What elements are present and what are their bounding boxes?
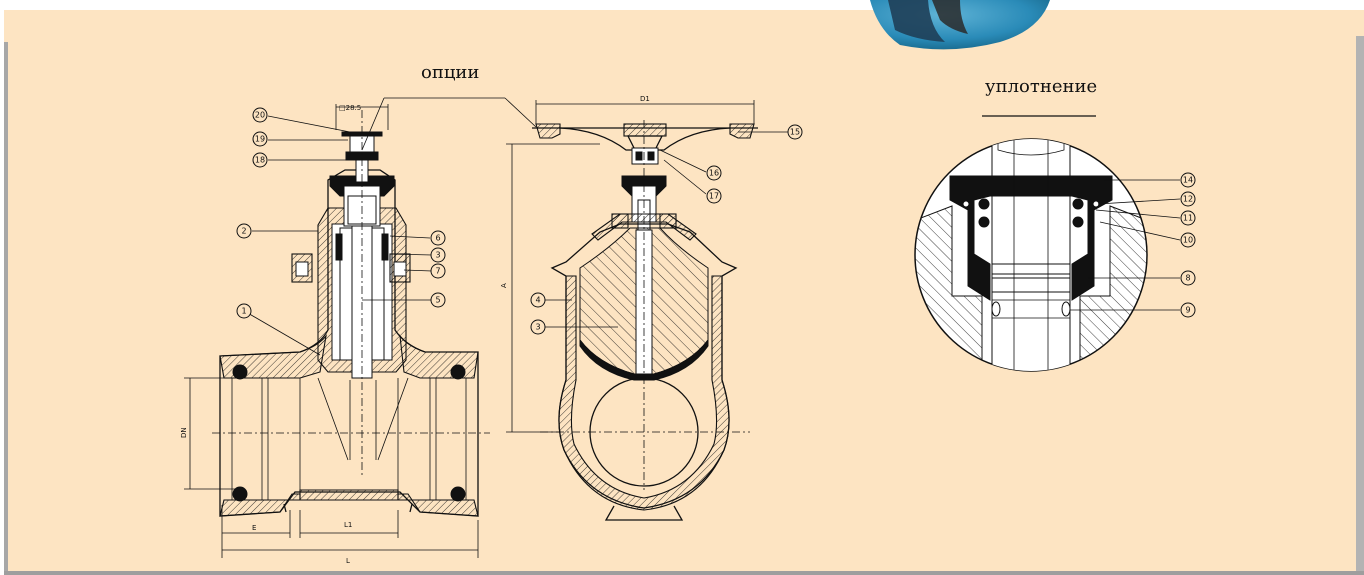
callout-9: 9 bbox=[1180, 302, 1196, 318]
callout-10: 10 bbox=[1180, 232, 1196, 248]
svg-text:19: 19 bbox=[255, 135, 265, 144]
dim-square: □28.5 bbox=[339, 104, 361, 112]
svg-text:1: 1 bbox=[241, 307, 246, 316]
pipe-photo-fragment bbox=[870, 0, 1050, 50]
callout-19: 19 bbox=[252, 131, 268, 147]
svg-text:8: 8 bbox=[1185, 274, 1190, 283]
dim-e: E bbox=[252, 524, 256, 532]
callout-11: 11 bbox=[1180, 210, 1196, 226]
svg-text:17: 17 bbox=[709, 192, 719, 201]
dim-d1: D1 bbox=[640, 95, 650, 103]
svg-text:10: 10 bbox=[1183, 236, 1193, 245]
front-leaders bbox=[545, 131, 788, 328]
dim-l: L bbox=[346, 557, 350, 565]
valve-section-left bbox=[212, 110, 490, 517]
left-border bbox=[4, 42, 8, 575]
svg-text:2: 2 bbox=[241, 227, 246, 236]
dim-l1: L1 bbox=[344, 521, 352, 529]
svg-text:7: 7 bbox=[435, 267, 440, 276]
callout-8: 8 bbox=[1180, 270, 1196, 286]
options-label: опции bbox=[421, 62, 480, 83]
seal-label: уплотнение bbox=[985, 76, 1098, 97]
svg-text:11: 11 bbox=[1183, 214, 1193, 223]
callout-20: 20 bbox=[252, 107, 268, 123]
svg-text:4: 4 bbox=[535, 296, 540, 305]
svg-text:5: 5 bbox=[435, 296, 440, 305]
svg-text:15: 15 bbox=[790, 128, 800, 137]
callout-15: 15 bbox=[787, 124, 803, 140]
svg-text:18: 18 bbox=[255, 156, 265, 165]
callout-18: 18 bbox=[252, 152, 268, 168]
left-leaders bbox=[245, 97, 537, 356]
right-border bbox=[1356, 36, 1364, 575]
callout-4: 4 bbox=[530, 292, 546, 308]
callout-2: 2 bbox=[236, 223, 252, 239]
svg-text:9: 9 bbox=[1185, 306, 1190, 315]
svg-text:14: 14 bbox=[1183, 176, 1193, 185]
svg-text:3: 3 bbox=[535, 323, 540, 332]
callout-5: 5 bbox=[430, 292, 446, 308]
svg-text:3: 3 bbox=[435, 251, 440, 260]
callout-3b: 3 bbox=[530, 319, 546, 335]
front-dimensions bbox=[506, 100, 755, 433]
dim-a: A bbox=[500, 283, 508, 288]
svg-text:6: 6 bbox=[435, 234, 440, 243]
callout-3a: 3 bbox=[430, 247, 446, 263]
callout-16: 16 bbox=[706, 165, 722, 181]
left-dimensions bbox=[184, 104, 479, 558]
dim-dn: DN bbox=[180, 427, 188, 438]
valve-front-view bbox=[532, 120, 758, 521]
svg-text:20: 20 bbox=[255, 111, 265, 120]
callout-12: 12 bbox=[1180, 191, 1196, 207]
svg-text:12: 12 bbox=[1183, 195, 1193, 204]
bottom-border bbox=[4, 571, 1364, 575]
callout-1: 1 bbox=[236, 303, 252, 319]
callout-7: 7 bbox=[430, 263, 446, 279]
svg-text:16: 16 bbox=[709, 169, 719, 178]
callout-17: 17 bbox=[706, 188, 722, 204]
callout-6: 6 bbox=[430, 230, 446, 246]
callout-14: 14 bbox=[1180, 172, 1196, 188]
